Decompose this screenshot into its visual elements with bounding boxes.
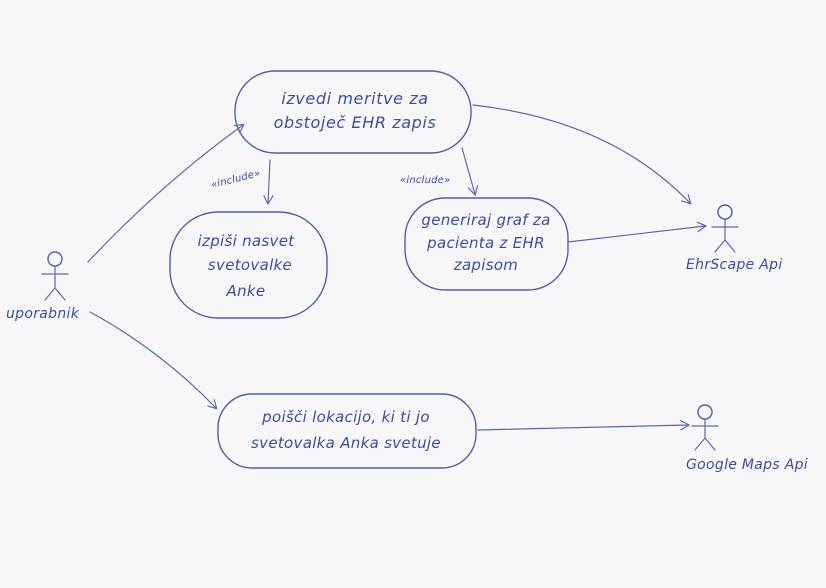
actor-label-google-maps-api: Google Maps Api (686, 457, 808, 473)
arrow-user-to-location (89, 311, 216, 408)
use-case-label-line: svetovalka Anka svetuje (251, 434, 441, 452)
actor-ehrscape-api: EhrScape Api (686, 204, 783, 273)
use-case-label-line: Anke (226, 282, 266, 300)
arrow-user-to-measurements (87, 125, 243, 263)
arrow-measurements-to-ehrscape (472, 104, 690, 203)
actor-label-ehrscape-api: EhrScape Api (686, 257, 783, 273)
use-case-label-line: svetovalke (208, 256, 292, 274)
use-case-izvedi-meritve: izvedi meritve za obstoječ EHR zapis (234, 70, 472, 154)
use-case-label-line: izvedi meritve za (281, 89, 428, 108)
arrow-location-to-google-maps (477, 425, 688, 431)
use-case-label-line: generiraj graf za (421, 211, 550, 229)
actor-uporabnik: uporabnik (6, 251, 80, 322)
use-case-label-line: pacienta z EHR (426, 234, 545, 252)
use-case-label-line: zapisom (453, 256, 518, 274)
arrow-include-advice (268, 159, 270, 203)
arrow-graph-to-ehrscape (567, 226, 705, 243)
use-case-label-line: obstoječ EHR zapis (274, 113, 437, 132)
actor-google-maps-api: Google Maps Api (686, 404, 808, 473)
include-label-right: «include» (400, 175, 450, 186)
use-case-label-line: izpiši nasvet (198, 232, 296, 250)
use-case-label-line: poišči lokacijo, ki ti jo (261, 408, 430, 426)
include-label-left: «include» (210, 168, 262, 191)
arrow-include-graph (461, 147, 475, 194)
use-case-izpisi-nasvet: izpiši nasvet svetovalke Anke (169, 211, 328, 319)
actor-label-uporabnik: uporabnik (6, 306, 80, 322)
use-case-generiraj-graf: generiraj graf za pacienta z EHR zapisom (404, 197, 569, 291)
use-case-poisci-lokacijo: poišči lokacijo, ki ti jo svetovalka Ank… (217, 393, 477, 469)
